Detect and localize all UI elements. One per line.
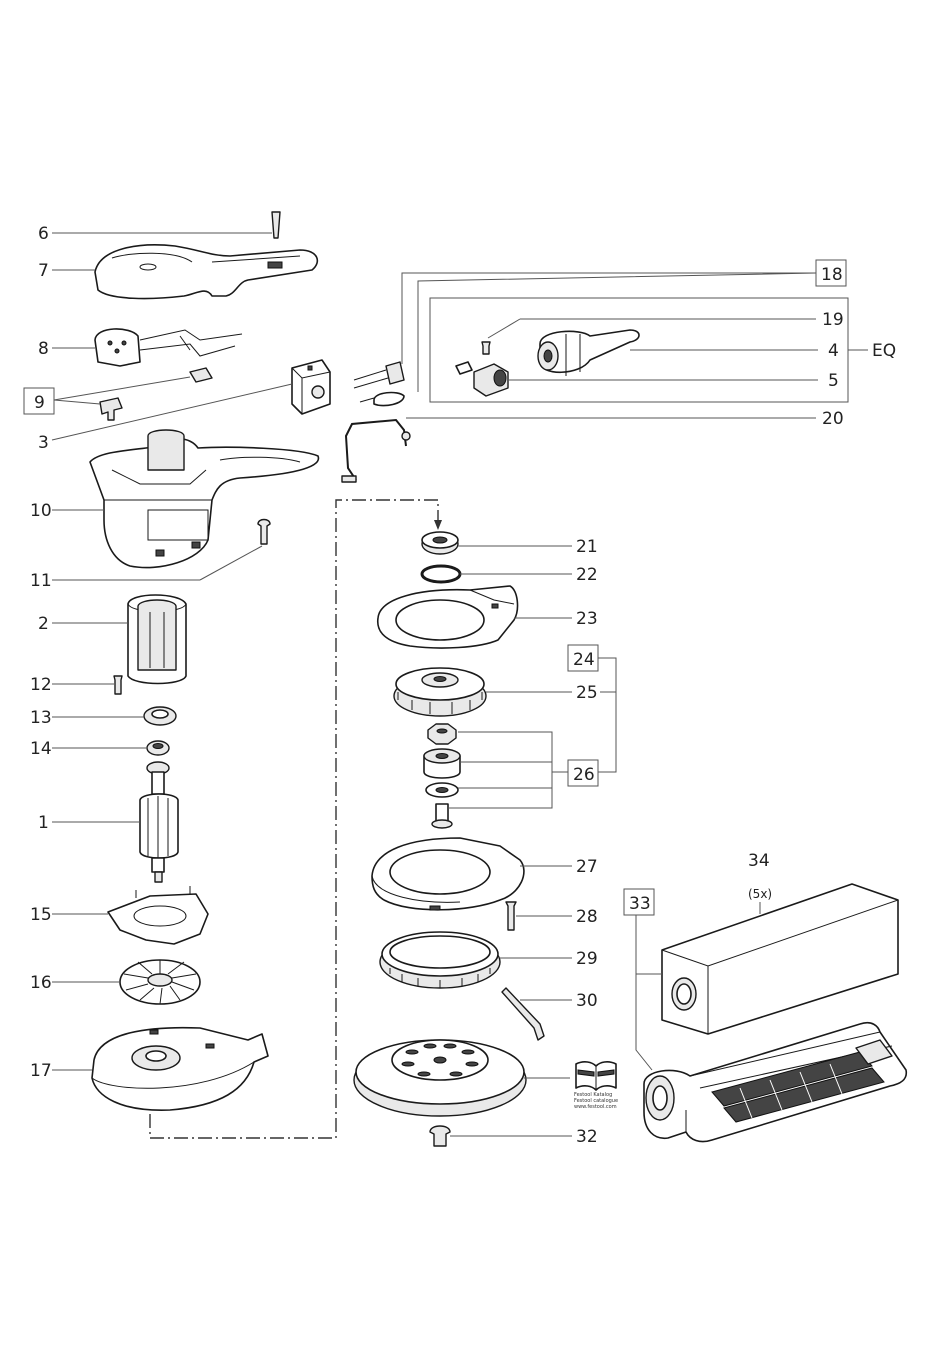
label-25: 25 <box>576 683 598 703</box>
part-34-dust-bag: 34 (5x) <box>661 851 899 1035</box>
part-22-ring: 22 <box>420 564 598 585</box>
label-2: 2 <box>38 614 49 634</box>
label-12: 12 <box>30 675 52 695</box>
part-5-plug-insert: 5 <box>455 361 839 397</box>
part-26-kit: 26 <box>423 723 599 829</box>
label-3: 3 <box>38 433 49 453</box>
label-7: 7 <box>38 261 49 281</box>
label-30: 30 <box>576 991 598 1011</box>
label-10: 10 <box>30 501 52 521</box>
label-23: 23 <box>576 609 598 629</box>
part-29-brake-ring: 29 <box>379 931 598 989</box>
label-11: 11 <box>30 571 52 591</box>
manual-caption-line-2: Festool catalogue <box>574 1098 618 1104</box>
quantity-note-5x: (5x) <box>748 887 772 901</box>
part-19-screw: 19 <box>481 310 844 355</box>
part-1-armature: 1 <box>38 761 179 883</box>
part-13-seal: 13 <box>30 706 177 728</box>
part-14-bearing: 14 <box>30 739 170 759</box>
label-8: 8 <box>38 339 49 359</box>
label-1: 1 <box>38 813 49 833</box>
label-22: 22 <box>576 565 598 585</box>
part-25-eccentric: 25 <box>393 667 598 717</box>
label-6: 6 <box>38 224 49 244</box>
part-15-plate: 15 <box>30 886 209 945</box>
label-26: 26 <box>573 765 595 785</box>
manual-caption-line-1: Festool Katalog <box>574 1092 612 1098</box>
part-10-motor-housing: 10 <box>30 429 320 569</box>
label-4: 4 <box>828 341 839 361</box>
label-5: 5 <box>828 371 839 391</box>
part-9-clips: 9 <box>23 367 213 421</box>
label-19: 19 <box>822 310 844 330</box>
pad-holes <box>401 1043 479 1077</box>
part-24-kit: 24 <box>567 644 617 773</box>
label-15: 15 <box>30 905 52 925</box>
part-23-housing-cover: 23 <box>377 585 598 649</box>
label-24: 24 <box>573 650 595 670</box>
part-sanding-pad: Festool Katalog Festool catalogue www.fe… <box>353 1039 618 1117</box>
label-29: 29 <box>576 949 598 969</box>
part-7-top-cover: 7 <box>38 244 319 300</box>
part-17-base-housing: 17 <box>30 1026 269 1111</box>
part-2-stator: 2 <box>38 594 187 685</box>
label-13: 13 <box>30 708 52 728</box>
part-4-cable-bushing: 4 <box>537 329 839 376</box>
label-33: 33 <box>629 894 651 914</box>
part-32-screw: 32 <box>429 1125 598 1147</box>
part-33-dust-box: 33 <box>623 888 908 1143</box>
part-20-wire-bracket: 20 <box>341 409 844 483</box>
label-20: 20 <box>822 409 844 429</box>
assembly-path-line <box>149 499 439 1139</box>
filter-grid <box>711 1051 885 1123</box>
part-12-screw: 12 <box>30 675 123 695</box>
label-27: 27 <box>576 857 598 877</box>
assembly-arrow-icon <box>434 520 442 530</box>
part-28-screw: 28 <box>505 901 598 931</box>
part-11-screw: 11 <box>30 518 271 591</box>
part-21-bearing: 21 <box>421 531 598 557</box>
label-14: 14 <box>30 739 52 759</box>
label-eq: EQ <box>872 341 896 361</box>
part-3-switch-box: 3 <box>38 359 331 453</box>
label-16: 16 <box>30 973 52 993</box>
part-18-cable-guide: 18 <box>353 259 847 407</box>
open-book-icon <box>575 1061 617 1091</box>
label-17: 17 <box>30 1061 52 1081</box>
part-27-housing-ring: 27 <box>371 837 598 911</box>
part-30-hex-key: 30 <box>501 987 598 1041</box>
label-18: 18 <box>821 265 843 285</box>
label-28: 28 <box>576 907 598 927</box>
label-32: 32 <box>576 1127 598 1147</box>
part-8-switch-frame: 8 <box>38 328 243 367</box>
label-9: 9 <box>34 393 45 413</box>
part-16-fan: 16 <box>30 959 201 1005</box>
label-21: 21 <box>576 537 598 557</box>
part-6-lever: 6 <box>38 211 281 244</box>
label-34: 34 <box>748 851 770 871</box>
manual-caption-line-3: www.festool.com <box>574 1104 617 1110</box>
